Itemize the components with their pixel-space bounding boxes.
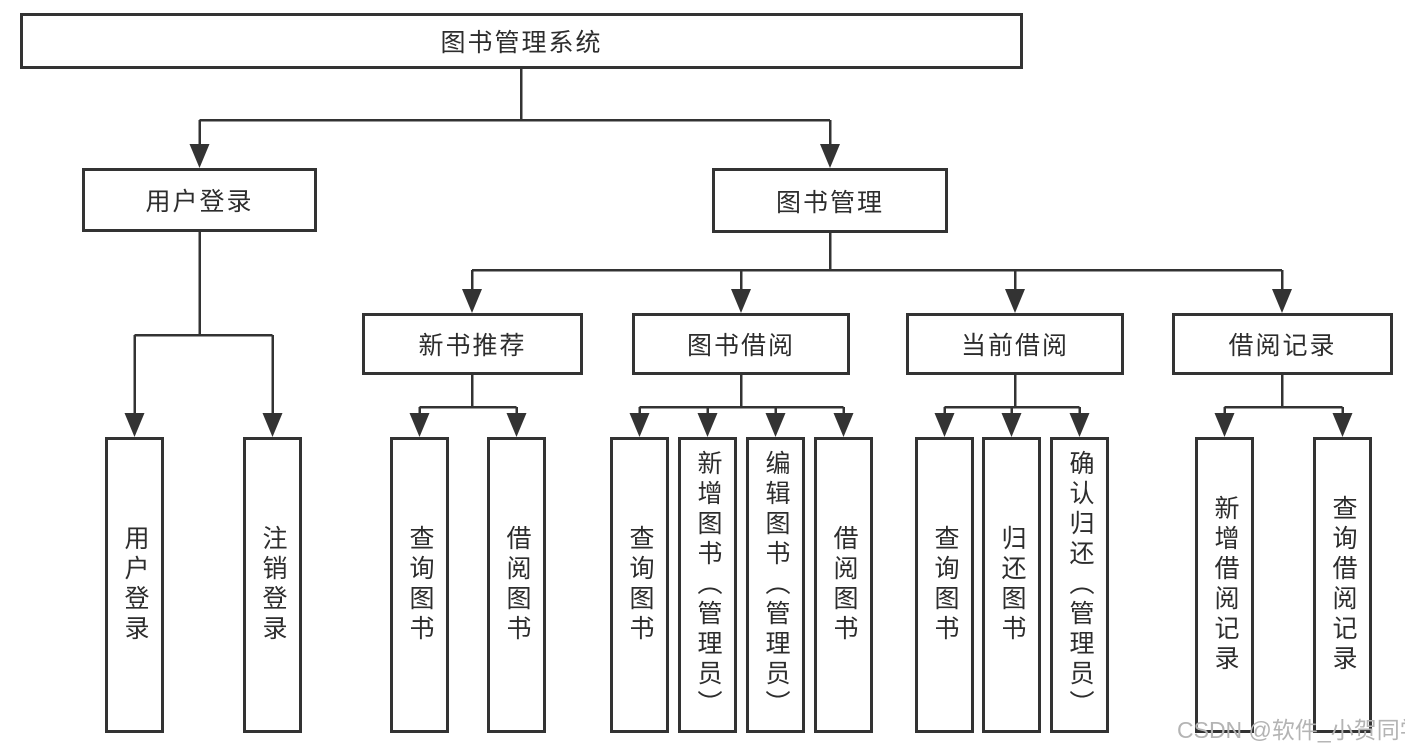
leaf-current-query-books: 查询图书 bbox=[915, 437, 974, 733]
leaf-logout-label: 注销登录 bbox=[259, 525, 287, 645]
node-root-library-system: 图书管理系统 bbox=[20, 13, 1023, 69]
connector-new-books-children bbox=[409, 375, 527, 437]
connector-borrow-records-children bbox=[1214, 375, 1353, 437]
leaf-logout: 注销登录 bbox=[243, 437, 302, 733]
leaf-query-borrow-record: 查询借阅记录 bbox=[1313, 437, 1372, 733]
connector-book-borrow-children bbox=[629, 375, 854, 437]
leaf-new-books-query-label: 查询图书 bbox=[406, 525, 434, 645]
leaf-edit-books-admin: 编辑图书（管理员） bbox=[746, 437, 805, 733]
leaf-add-borrow-record-label: 新增借阅记录 bbox=[1211, 495, 1239, 675]
node-new-book-recommend: 新书推荐 bbox=[362, 313, 583, 375]
leaf-query-borrow-record-label: 查询借阅记录 bbox=[1329, 495, 1357, 675]
connector-book-mgmt-to-level3 bbox=[462, 233, 1292, 313]
leaf-borrow-books: 借阅图书 bbox=[814, 437, 873, 733]
leaf-new-books-borrow-label: 借阅图书 bbox=[503, 525, 531, 645]
leaf-return-books-label: 归还图书 bbox=[998, 525, 1026, 645]
leaf-current-query-books-label: 查询图书 bbox=[931, 525, 959, 645]
leaf-edit-books-admin-label: 编辑图书（管理员） bbox=[762, 450, 790, 720]
node-new-book-recommend-label: 新书推荐 bbox=[418, 332, 527, 360]
node-book-management: 图书管理 bbox=[712, 168, 948, 233]
node-current-borrow-label: 当前借阅 bbox=[960, 332, 1069, 360]
node-book-management-label: 图书管理 bbox=[775, 188, 884, 217]
connector-root-to-level2 bbox=[189, 69, 840, 168]
leaf-borrow-query-books-label: 查询图书 bbox=[626, 525, 654, 645]
connector-current-borrow-children bbox=[934, 375, 1090, 437]
leaf-add-borrow-record: 新增借阅记录 bbox=[1195, 437, 1254, 733]
leaf-return-books: 归还图书 bbox=[982, 437, 1041, 733]
node-book-borrow-label: 图书借阅 bbox=[686, 332, 795, 360]
connector-user-login-children bbox=[124, 232, 283, 437]
leaf-new-books-query: 查询图书 bbox=[390, 437, 449, 733]
leaf-add-books-admin: 新增图书（管理员） bbox=[678, 437, 737, 733]
leaf-user-login: 用户登录 bbox=[105, 437, 164, 733]
node-borrow-records: 借阅记录 bbox=[1172, 313, 1393, 375]
leaf-borrow-books-label: 借阅图书 bbox=[830, 525, 858, 645]
node-borrow-records-label: 借阅记录 bbox=[1228, 332, 1337, 360]
leaf-confirm-return-admin-label: 确认归还（管理员） bbox=[1066, 450, 1094, 720]
leaf-borrow-query-books: 查询图书 bbox=[610, 437, 669, 733]
node-user-login-label: 用户登录 bbox=[145, 188, 254, 216]
leaf-add-books-admin-label: 新增图书（管理员） bbox=[694, 450, 722, 720]
node-book-borrow: 图书借阅 bbox=[632, 313, 850, 375]
node-root-label: 图书管理系统 bbox=[440, 29, 603, 57]
leaf-new-books-borrow: 借阅图书 bbox=[487, 437, 546, 733]
leaf-user-login-label: 用户登录 bbox=[121, 525, 149, 645]
node-current-borrow: 当前借阅 bbox=[906, 313, 1124, 375]
node-user-login: 用户登录 bbox=[82, 168, 317, 232]
leaf-confirm-return-admin: 确认归还（管理员） bbox=[1050, 437, 1109, 733]
csdn-watermark: CSDN @软件_小贺同学 bbox=[1177, 717, 1405, 743]
